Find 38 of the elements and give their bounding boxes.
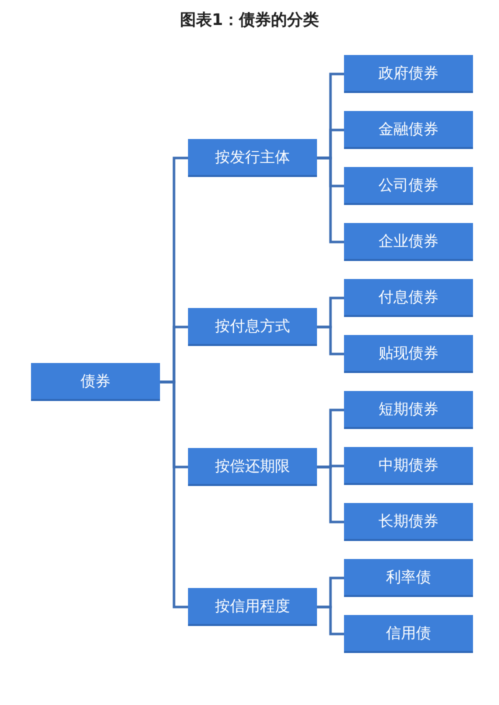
category-label: 长期债券 [378,511,438,531]
category-box [344,279,473,317]
category-label: 按发行主体 [215,147,290,167]
category-label: 按偿还期限 [215,456,290,476]
category-box [344,615,473,653]
category-label: 按付息方式 [215,316,290,336]
connector-line [317,466,344,524]
category-label: 利率债 [386,567,431,587]
category-label: 公司债券 [378,175,438,195]
category-label: 金融债券 [378,119,438,139]
category-label: 政府债券 [378,63,438,83]
category-label: 贴现债券 [378,343,438,363]
category-label: 付息债券 [378,287,438,307]
category-box [344,335,473,373]
category-box [344,447,473,485]
category-box [344,503,473,541]
category-box [344,111,473,149]
category-label: 企业债券 [378,231,438,251]
category-box [188,588,317,626]
chart-title: 图表1：债券的分类 [180,9,320,31]
category-box [344,223,473,261]
category-box [31,363,160,401]
category-label: 债券 [80,371,110,391]
category-box [188,139,317,177]
category-label: 中期债券 [378,455,438,475]
connector-line [317,606,344,636]
category-box [344,55,473,93]
category-box [344,559,473,597]
connector-line [160,380,188,608]
category-label: 短期债券 [378,399,438,419]
category-box [188,448,317,486]
category-label: 按信用程度 [215,596,290,616]
connector-line [317,326,344,356]
category-box [344,391,473,429]
category-box [188,308,317,346]
category-label: 信用债 [386,623,431,643]
connector-line [317,156,344,244]
category-box [344,167,473,205]
